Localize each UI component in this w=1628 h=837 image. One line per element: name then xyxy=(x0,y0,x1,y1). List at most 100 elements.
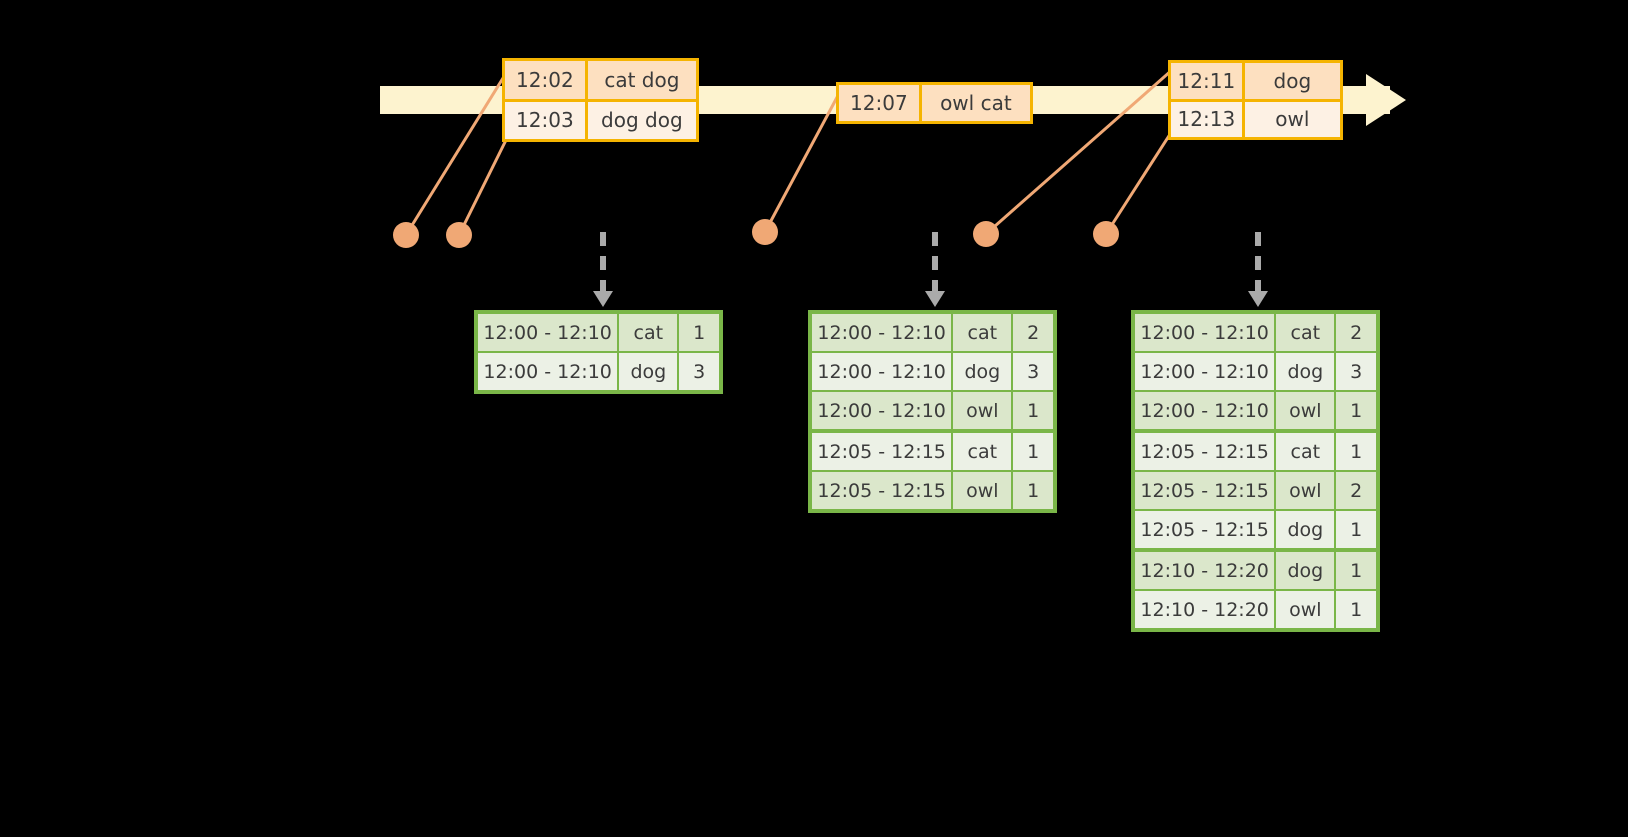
cell-window: 12:00 - 12:10 xyxy=(812,314,954,351)
connector-dot[interactable] xyxy=(973,221,999,247)
cell-count: 1 xyxy=(1336,433,1376,470)
connector-line xyxy=(985,68,1173,236)
cell-window: 12:10 - 12:20 xyxy=(1135,552,1277,589)
cell-window: 12:00 - 12:10 xyxy=(478,353,620,390)
dashed-arrow-stem xyxy=(1255,232,1261,291)
dashed-arrow-icon xyxy=(925,232,945,307)
event-time: 12:03 xyxy=(505,101,588,139)
dashed-arrow-stem xyxy=(932,232,938,291)
cell-count: 1 xyxy=(1336,392,1376,429)
event-time: 12:02 xyxy=(505,61,588,99)
cell-word: dog xyxy=(953,353,1014,390)
cell-window: 12:00 - 12:10 xyxy=(1135,353,1277,390)
cell-window: 12:05 - 12:15 xyxy=(812,472,954,509)
connector-line xyxy=(1104,127,1176,235)
cell-word: dog xyxy=(1276,353,1337,390)
dashed-arrow-head xyxy=(925,291,945,307)
connector-dot[interactable] xyxy=(1093,221,1119,247)
cell-count: 2 xyxy=(1336,314,1376,351)
cell-word: cat xyxy=(619,314,680,351)
dashed-arrow-icon xyxy=(593,232,613,307)
cell-word: owl xyxy=(953,392,1014,429)
cell-word: cat xyxy=(953,314,1014,351)
cell-window: 12:00 - 12:10 xyxy=(812,353,954,390)
cell-count: 3 xyxy=(679,353,719,390)
cell-word: owl xyxy=(1276,472,1337,509)
cell-word: owl xyxy=(1276,392,1337,429)
cell-window: 12:05 - 12:15 xyxy=(812,433,954,470)
cell-window: 12:05 - 12:15 xyxy=(1135,472,1277,509)
cell-window: 12:10 - 12:20 xyxy=(1135,591,1277,628)
cell-count: 1 xyxy=(1336,591,1376,628)
timeline-arrowhead-icon xyxy=(1366,74,1406,126)
event-words: dog xyxy=(1244,63,1340,99)
dashed-arrow-stem xyxy=(600,232,606,291)
dashed-arrow-icon xyxy=(1248,232,1268,307)
dashed-arrow-head xyxy=(1248,291,1268,307)
cell-count: 1 xyxy=(1336,511,1376,548)
cell-window: 12:00 - 12:10 xyxy=(812,392,954,429)
cell-count: 2 xyxy=(1013,314,1053,351)
event-words: dog dog xyxy=(587,101,696,139)
connector-line xyxy=(763,87,844,233)
dashed-arrow-head xyxy=(593,291,613,307)
cell-word: owl xyxy=(953,472,1014,509)
cell-count: 1 xyxy=(1013,472,1053,509)
cell-word: dog xyxy=(619,353,680,390)
event-time: 12:13 xyxy=(1171,101,1245,137)
cell-count: 1 xyxy=(1013,433,1053,470)
cell-count: 3 xyxy=(1013,353,1053,390)
cell-word: dog xyxy=(1276,552,1337,589)
cell-count: 2 xyxy=(1336,472,1376,509)
cell-window: 12:00 - 12:10 xyxy=(478,314,620,351)
event-words: cat dog xyxy=(587,61,696,99)
event-time: 12:11 xyxy=(1171,63,1245,99)
cell-word: dog xyxy=(1276,511,1337,548)
event-time: 12:07 xyxy=(839,85,922,121)
cell-window: 12:05 - 12:15 xyxy=(1135,433,1277,470)
cell-window: 12:05 - 12:15 xyxy=(1135,511,1277,548)
cell-count: 1 xyxy=(679,314,719,351)
cell-count: 1 xyxy=(1013,392,1053,429)
cell-count: 3 xyxy=(1336,353,1376,390)
cell-word: owl xyxy=(1276,591,1337,628)
connector-dot[interactable] xyxy=(393,222,419,248)
cell-window: 12:00 - 12:10 xyxy=(1135,314,1277,351)
cell-word: cat xyxy=(1276,433,1337,470)
connector-line xyxy=(404,69,510,236)
event-words: owl cat xyxy=(921,85,1030,121)
cell-word: cat xyxy=(953,433,1014,470)
connector-line xyxy=(457,131,512,236)
connector-dot[interactable] xyxy=(752,219,778,245)
cell-word: cat xyxy=(1276,314,1337,351)
connector-dot[interactable] xyxy=(446,222,472,248)
cell-window: 12:00 - 12:10 xyxy=(1135,392,1277,429)
